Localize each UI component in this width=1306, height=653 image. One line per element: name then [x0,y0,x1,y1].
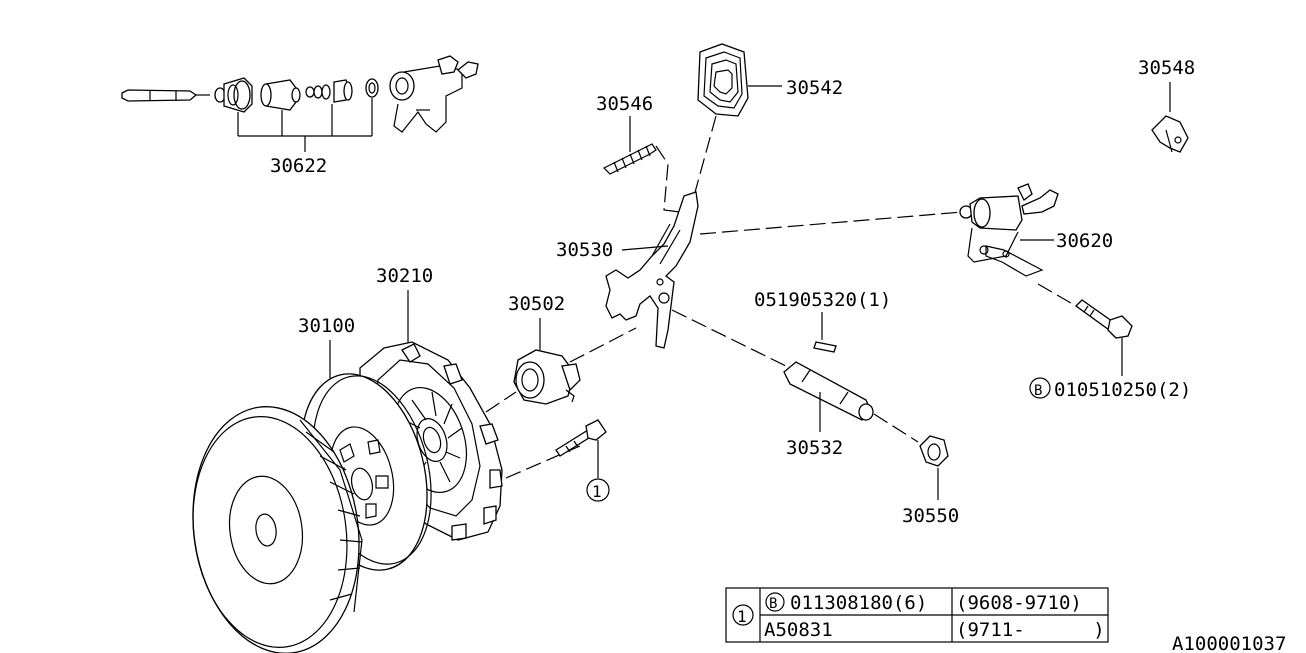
part-30542-group: 30542 [693,43,843,197]
parts-table: 1 B 011308180(6) (9608-9710) A50831 (971… [725,587,1109,643]
part-30548-group: 30548 [1138,57,1195,153]
label-010510250: 010510250(2) [1054,379,1191,401]
part-bolt-callout-group: 1 [555,419,610,502]
diagram-id: A100001037 [1172,633,1286,653]
part-30532-group: 30532 [783,361,919,459]
label-30210: 30210 [376,265,433,287]
label-30502: 30502 [508,293,565,315]
label-30622: 30622 [270,155,327,177]
part-30530-group: 30530 [556,191,963,369]
table-row-2-period: (9711- ) [956,619,1105,641]
bolt-mark-b: B [1034,383,1042,399]
label-30542: 30542 [786,77,843,99]
part-010510250-group: B 010510250(2) [1029,299,1191,401]
label-051905320: 051905320(1) [754,289,891,311]
part-30550-group: 30550 [902,435,959,527]
label-30620: 30620 [1056,230,1113,252]
part-30622-group: 30622 [121,55,479,177]
table-ref-mark: 1 [737,607,747,626]
table-row-1-part: 011308180(6) [790,592,927,614]
label-30550: 30550 [902,505,959,527]
table-row-1-period: (9608-9710) [956,592,1082,614]
part-30546-group: 30546 [596,93,681,213]
part-flywheel-group [192,406,363,653]
table-row-1-mark: B [769,596,777,612]
label-30530: 30530 [556,239,613,261]
callout-1: 1 [592,482,602,501]
label-30548: 30548 [1138,57,1195,79]
part-30502-group: 30502 [508,293,581,405]
label-30546: 30546 [596,93,653,115]
part-30620-group: 30620 [959,183,1113,307]
table-row-2-part: A50831 [764,619,833,641]
label-30532: 30532 [786,437,843,459]
label-30100: 30100 [298,315,355,337]
part-051905320-group: 051905320(1) [754,289,891,353]
